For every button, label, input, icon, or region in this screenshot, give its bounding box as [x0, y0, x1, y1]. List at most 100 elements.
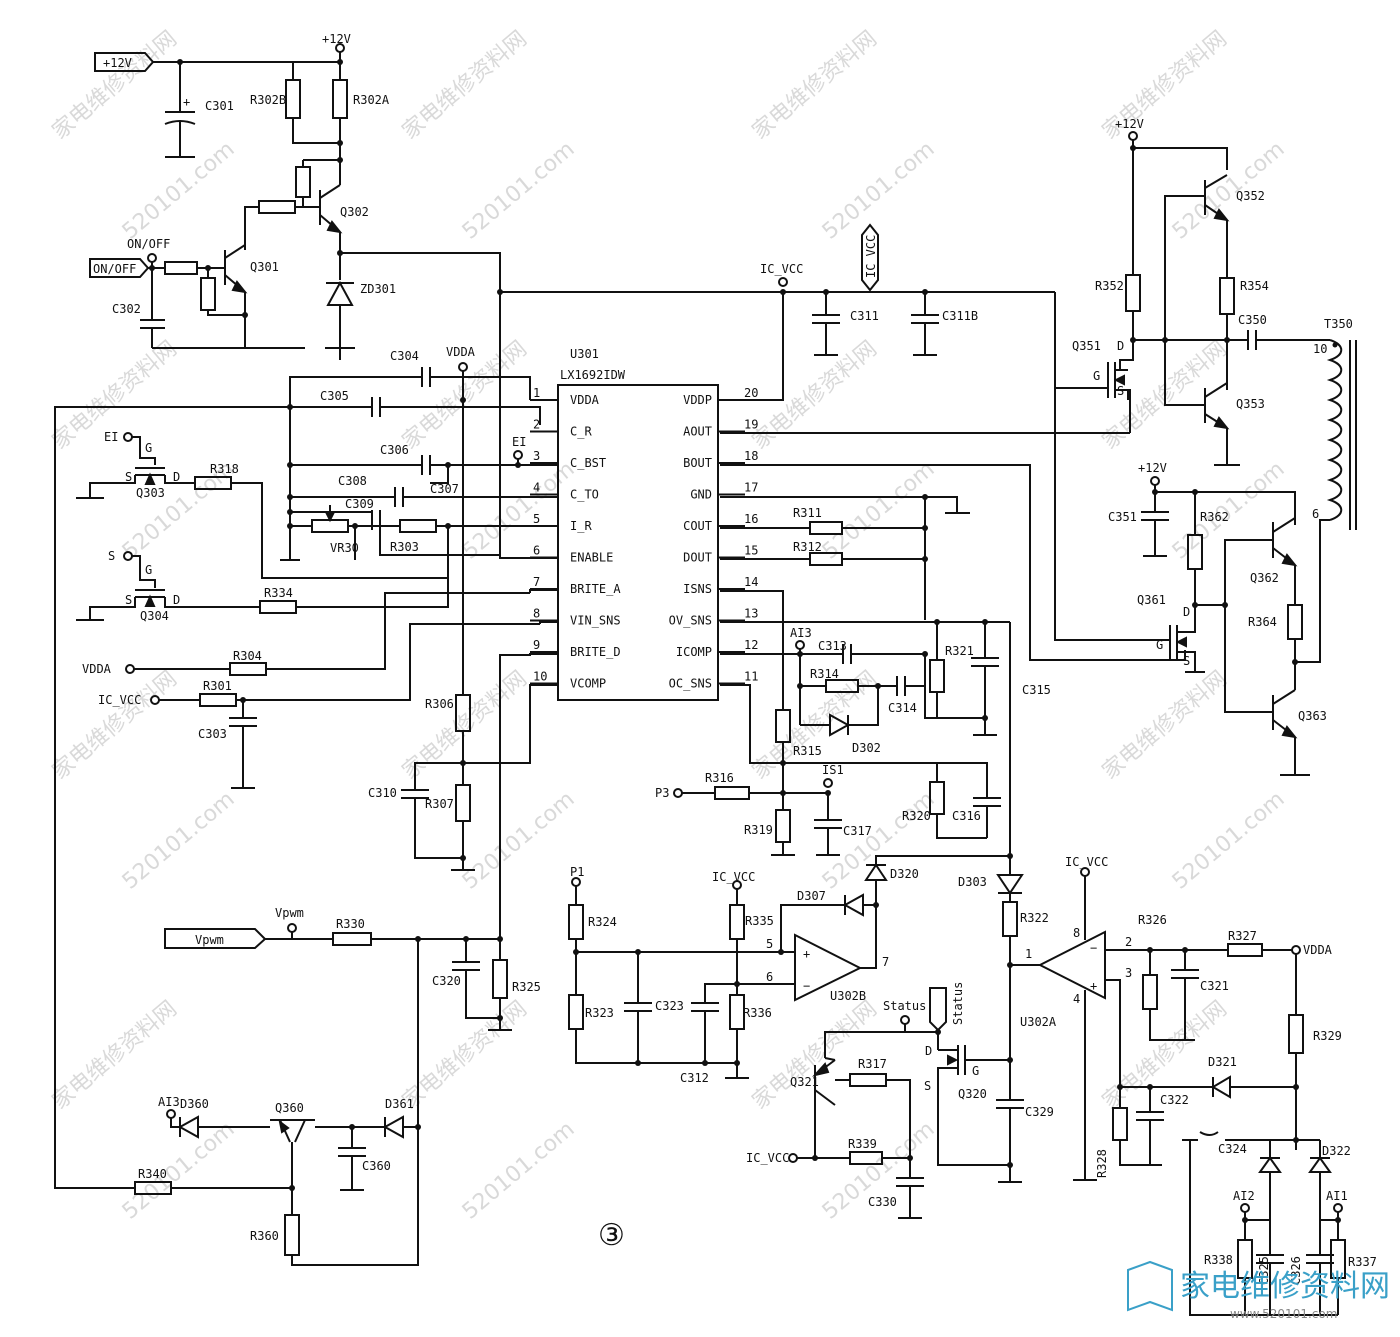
ic-vcc-left-node: [150, 695, 160, 705]
chip-pin-name: BRITE_D: [570, 645, 621, 659]
label-R326: R326: [1138, 913, 1167, 927]
label-Q304: Q304: [140, 609, 169, 623]
label-Q303: Q303: [136, 486, 165, 500]
label-p12v-right: +12V: [1115, 117, 1144, 131]
ic-vcc-bus: IC_VCC IC VCC C311 C311B: [497, 223, 1055, 401]
resistor-R334: [259, 600, 297, 614]
label-R334: R334: [264, 586, 293, 600]
label-R303: R303: [390, 540, 419, 554]
label-onoff: ON/OFF: [127, 237, 170, 251]
ic-vcc-node-mid: [778, 277, 788, 287]
label-Q361: Q361: [1137, 593, 1166, 607]
chip-pin-name: I_R: [570, 519, 592, 533]
label-Q363: Q363: [1298, 709, 1327, 723]
resistor-R307: [455, 784, 471, 822]
label-R323: R323: [585, 1006, 614, 1020]
label-R327: R327: [1228, 929, 1257, 943]
label-Q362: Q362: [1250, 571, 1279, 585]
label-C324: C324: [1218, 1142, 1247, 1156]
ic-vcc-port-label: IC VCC: [864, 235, 878, 278]
p3-node: [673, 788, 683, 798]
resistor-R335: [729, 904, 745, 940]
label-R314: R314: [810, 667, 839, 681]
label-R320: R320: [902, 809, 931, 823]
label-vdda-top: VDDA: [446, 345, 476, 359]
resistor-q302-bias: [295, 166, 311, 198]
chip-pin-name: BOUT: [683, 456, 712, 470]
ic-vcc-u302a-node: [1080, 867, 1090, 877]
chip-pin-name: ISNS: [683, 582, 712, 596]
opamp-U302A: [1037, 930, 1106, 1000]
label-AI2: AI2: [1233, 1189, 1255, 1203]
label-Q352: Q352: [1236, 189, 1265, 203]
u302a-pin1: 1: [1025, 947, 1032, 961]
vdda-top-node: [458, 362, 468, 372]
chip-pin-name: BRITE_A: [570, 582, 621, 596]
label-D361: D361: [385, 1097, 414, 1111]
label-D360: D360: [180, 1097, 209, 1111]
resistor-R330: [332, 932, 372, 946]
page-marker: ③: [598, 1218, 625, 1253]
chip-pin-name: C_TO: [570, 488, 599, 502]
chip-part: LX1692IDW: [560, 368, 626, 382]
q320-pin-g: G: [972, 1064, 979, 1078]
vpwm-input-port: [164, 928, 267, 949]
u302a-pin3: 3: [1125, 966, 1132, 980]
onoff-input-label: ON/OFF: [93, 262, 136, 276]
label-C312: C312: [680, 1071, 709, 1085]
label-ai3-mid: AI3: [790, 626, 812, 640]
label-C315: C315: [1022, 683, 1051, 697]
label-Q321: Q321: [790, 1075, 819, 1089]
watermark-url: 520101.com: [118, 137, 240, 245]
resistor-R324: [568, 904, 584, 940]
resistor-R317: [849, 1073, 887, 1087]
label-T350: T350: [1324, 317, 1353, 331]
label-D302: D302: [852, 741, 881, 755]
chip-pin-name: VDDA: [570, 393, 600, 407]
label-IS1: IS1: [822, 763, 844, 777]
label-C311: C311: [850, 309, 879, 323]
label-R329: R329: [1313, 1029, 1342, 1043]
watermark-url: 520101.com: [118, 1117, 240, 1225]
site-logo: 家电维修资料网 www.520101.com: [1127, 1260, 1390, 1321]
q320-pin-d: D: [925, 1044, 932, 1058]
s-input-node: [123, 551, 133, 561]
label-R338: R338: [1204, 1253, 1233, 1267]
label-C301: C301: [205, 99, 234, 113]
label-R335: R335: [745, 914, 774, 928]
chip-pin-number: 9: [533, 638, 540, 652]
watermark-cn: 家电维修资料网: [748, 26, 882, 144]
label-C307: C307: [430, 482, 459, 496]
chip-pin-name: C_BST: [570, 456, 606, 470]
chip-pin-number: 7: [533, 575, 540, 589]
label-Q320: Q320: [958, 1087, 987, 1101]
opamp-U302B: [794, 933, 863, 1002]
resistor-onoff: [164, 261, 198, 275]
chip-pin-number: 15: [744, 544, 758, 558]
q361-pin-d: D: [1183, 605, 1190, 619]
chip-pin-number: 17: [744, 481, 758, 495]
label-C320: C320: [432, 974, 461, 988]
chip-pin-number: 16: [744, 512, 758, 526]
polarity-plus-mark: +: [183, 95, 190, 109]
resistor-R336: [729, 994, 745, 1030]
chip-pin-name: VIN_SNS: [570, 614, 621, 628]
resistor-R303: [399, 519, 437, 533]
output-stage: +12V Q352 R354 C350 Q353 R352: [1054, 117, 1357, 776]
u302b-plus: +: [803, 947, 810, 961]
label-R330: R330: [336, 917, 365, 931]
u302b-pin7: 7: [882, 955, 889, 969]
resistor-q301-base: [200, 277, 216, 311]
resistor-R325: [492, 959, 508, 999]
label-R311: R311: [793, 506, 822, 520]
label-C329: C329: [1025, 1105, 1054, 1119]
label-R307: R307: [425, 797, 454, 811]
chip-pin-number: 19: [744, 418, 758, 432]
status-port: [929, 987, 947, 1032]
label-status: Status: [883, 999, 926, 1013]
resistor-R360: [284, 1214, 300, 1256]
label-C325: C325: [1257, 1256, 1271, 1285]
label-R322: R322: [1020, 911, 1049, 925]
label-R304: R304: [233, 649, 262, 663]
resistor-R302B: [285, 79, 301, 119]
